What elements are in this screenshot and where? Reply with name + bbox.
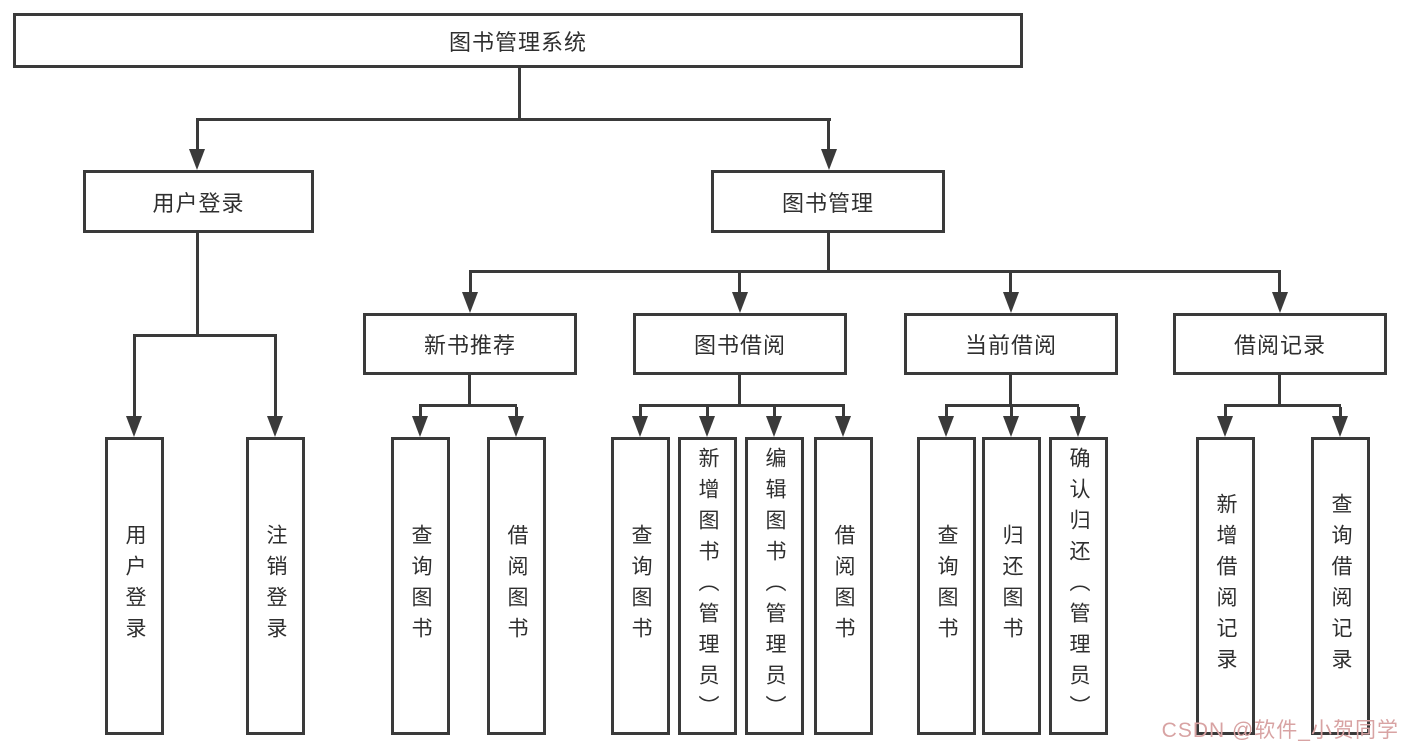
node-label: 新书推荐 <box>423 333 516 358</box>
connector-line <box>515 407 518 419</box>
node-label: 图书管理系统 <box>448 29 587 55</box>
leaf-label: 查询图书 <box>935 524 958 648</box>
leaf-query-books-recommend: 查询图书 <box>391 437 450 735</box>
leaf-label: 新增图书（管理员） <box>696 446 719 726</box>
leaf-return-books: 归还图书 <box>982 437 1041 735</box>
connector-line <box>196 121 199 152</box>
arrow-down-icon <box>732 292 748 313</box>
leaf-confirm-return-admin: 确认归还（管理员） <box>1049 437 1108 735</box>
node-label: 用户登录 <box>152 190 245 216</box>
node-book-borrowing: 图书借阅 <box>633 313 847 375</box>
connector-line <box>1224 407 1227 419</box>
arrow-down-icon <box>1070 416 1086 437</box>
arrow-down-icon <box>821 149 837 170</box>
node-book-management: 图书管理 <box>711 170 945 233</box>
node-borrowing-records: 借阅记录 <box>1173 313 1387 375</box>
leaf-label: 借阅图书 <box>505 524 528 648</box>
leaf-add-books-admin: 新增图书（管理员） <box>678 437 737 735</box>
leaf-user-login: 用户登录 <box>105 437 164 735</box>
arrow-down-icon <box>938 416 954 437</box>
connector-line <box>1009 375 1012 406</box>
connector-line <box>827 233 830 272</box>
connector-line <box>1010 407 1013 419</box>
arrow-down-icon <box>412 416 428 437</box>
connector-line <box>706 407 709 419</box>
node-current-borrowing: 当前借阅 <box>904 313 1118 375</box>
leaf-label: 查询图书 <box>409 524 432 648</box>
node-label: 图书管理 <box>781 190 874 216</box>
arrow-down-icon <box>699 416 715 437</box>
node-new-book-recommendation: 新书推荐 <box>363 313 577 375</box>
leaf-label: 借阅图书 <box>832 524 855 648</box>
leaf-borrow-books-recommend: 借阅图书 <box>487 437 546 735</box>
arrow-down-icon <box>1003 292 1019 313</box>
arrow-down-icon <box>766 416 782 437</box>
leaf-add-borrow-record: 新增借阅记录 <box>1196 437 1255 735</box>
leaf-label: 查询借阅记录 <box>1329 493 1352 679</box>
arrow-down-icon <box>1217 416 1233 437</box>
connector-line <box>1278 273 1281 295</box>
connector-line <box>1224 404 1341 407</box>
node-label: 图书借阅 <box>693 333 786 358</box>
leaf-borrow-books: 借阅图书 <box>814 437 873 735</box>
arrow-down-icon <box>267 416 283 437</box>
leaf-label: 新增借阅记录 <box>1214 493 1237 679</box>
node-label: 借阅记录 <box>1233 333 1326 358</box>
leaf-label: 归还图书 <box>1000 524 1023 648</box>
connector-line <box>842 407 845 419</box>
arrow-down-icon <box>1332 416 1348 437</box>
connector-line <box>133 337 136 419</box>
node-label: 当前借阅 <box>964 333 1057 358</box>
arrow-down-icon <box>1003 416 1019 437</box>
connector-line <box>827 121 830 152</box>
leaf-logout: 注销登录 <box>246 437 305 735</box>
connector-line <box>274 337 277 419</box>
connector-line <box>738 273 741 295</box>
leaf-label: 确认归还（管理员） <box>1067 446 1090 726</box>
connector-line <box>1077 407 1080 419</box>
connector-line <box>1009 273 1012 295</box>
connector-line <box>738 375 741 406</box>
connector-line <box>196 233 199 335</box>
connector-line <box>469 273 472 295</box>
connector-line <box>639 407 642 419</box>
connector-line <box>419 407 422 419</box>
connector-line <box>945 407 948 419</box>
leaf-label: 编辑图书（管理员） <box>763 446 786 726</box>
arrow-down-icon <box>835 416 851 437</box>
connector-line <box>1339 407 1342 419</box>
connector-line <box>133 334 277 337</box>
connector-line <box>945 404 1079 407</box>
connector-line <box>773 407 776 419</box>
arrow-down-icon <box>1272 292 1288 313</box>
leaf-label: 用户登录 <box>123 524 146 648</box>
node-user-login: 用户登录 <box>83 170 314 233</box>
arrow-down-icon <box>632 416 648 437</box>
arrow-down-icon <box>462 292 478 313</box>
connector-line <box>196 118 831 121</box>
arrow-down-icon <box>126 416 142 437</box>
leaf-label: 查询图书 <box>629 524 652 648</box>
leaf-query-borrow-record: 查询借阅记录 <box>1311 437 1370 735</box>
csdn-watermark: CSDN @软件_小贺同学 <box>1161 719 1399 742</box>
leaf-edit-books-admin: 编辑图书（管理员） <box>745 437 804 735</box>
connector-line <box>469 270 1281 273</box>
arrow-down-icon <box>508 416 524 437</box>
leaf-query-books-current: 查询图书 <box>917 437 976 735</box>
connector-line <box>419 404 517 407</box>
leaf-label: 注销登录 <box>264 524 287 648</box>
arrow-down-icon <box>189 149 205 170</box>
node-library-management-system: 图书管理系统 <box>13 13 1023 68</box>
connector-line <box>1278 375 1281 406</box>
connector-line <box>518 68 521 120</box>
leaf-query-books-borrowing: 查询图书 <box>611 437 670 735</box>
connector-line <box>468 375 471 406</box>
connector-line <box>639 404 845 407</box>
